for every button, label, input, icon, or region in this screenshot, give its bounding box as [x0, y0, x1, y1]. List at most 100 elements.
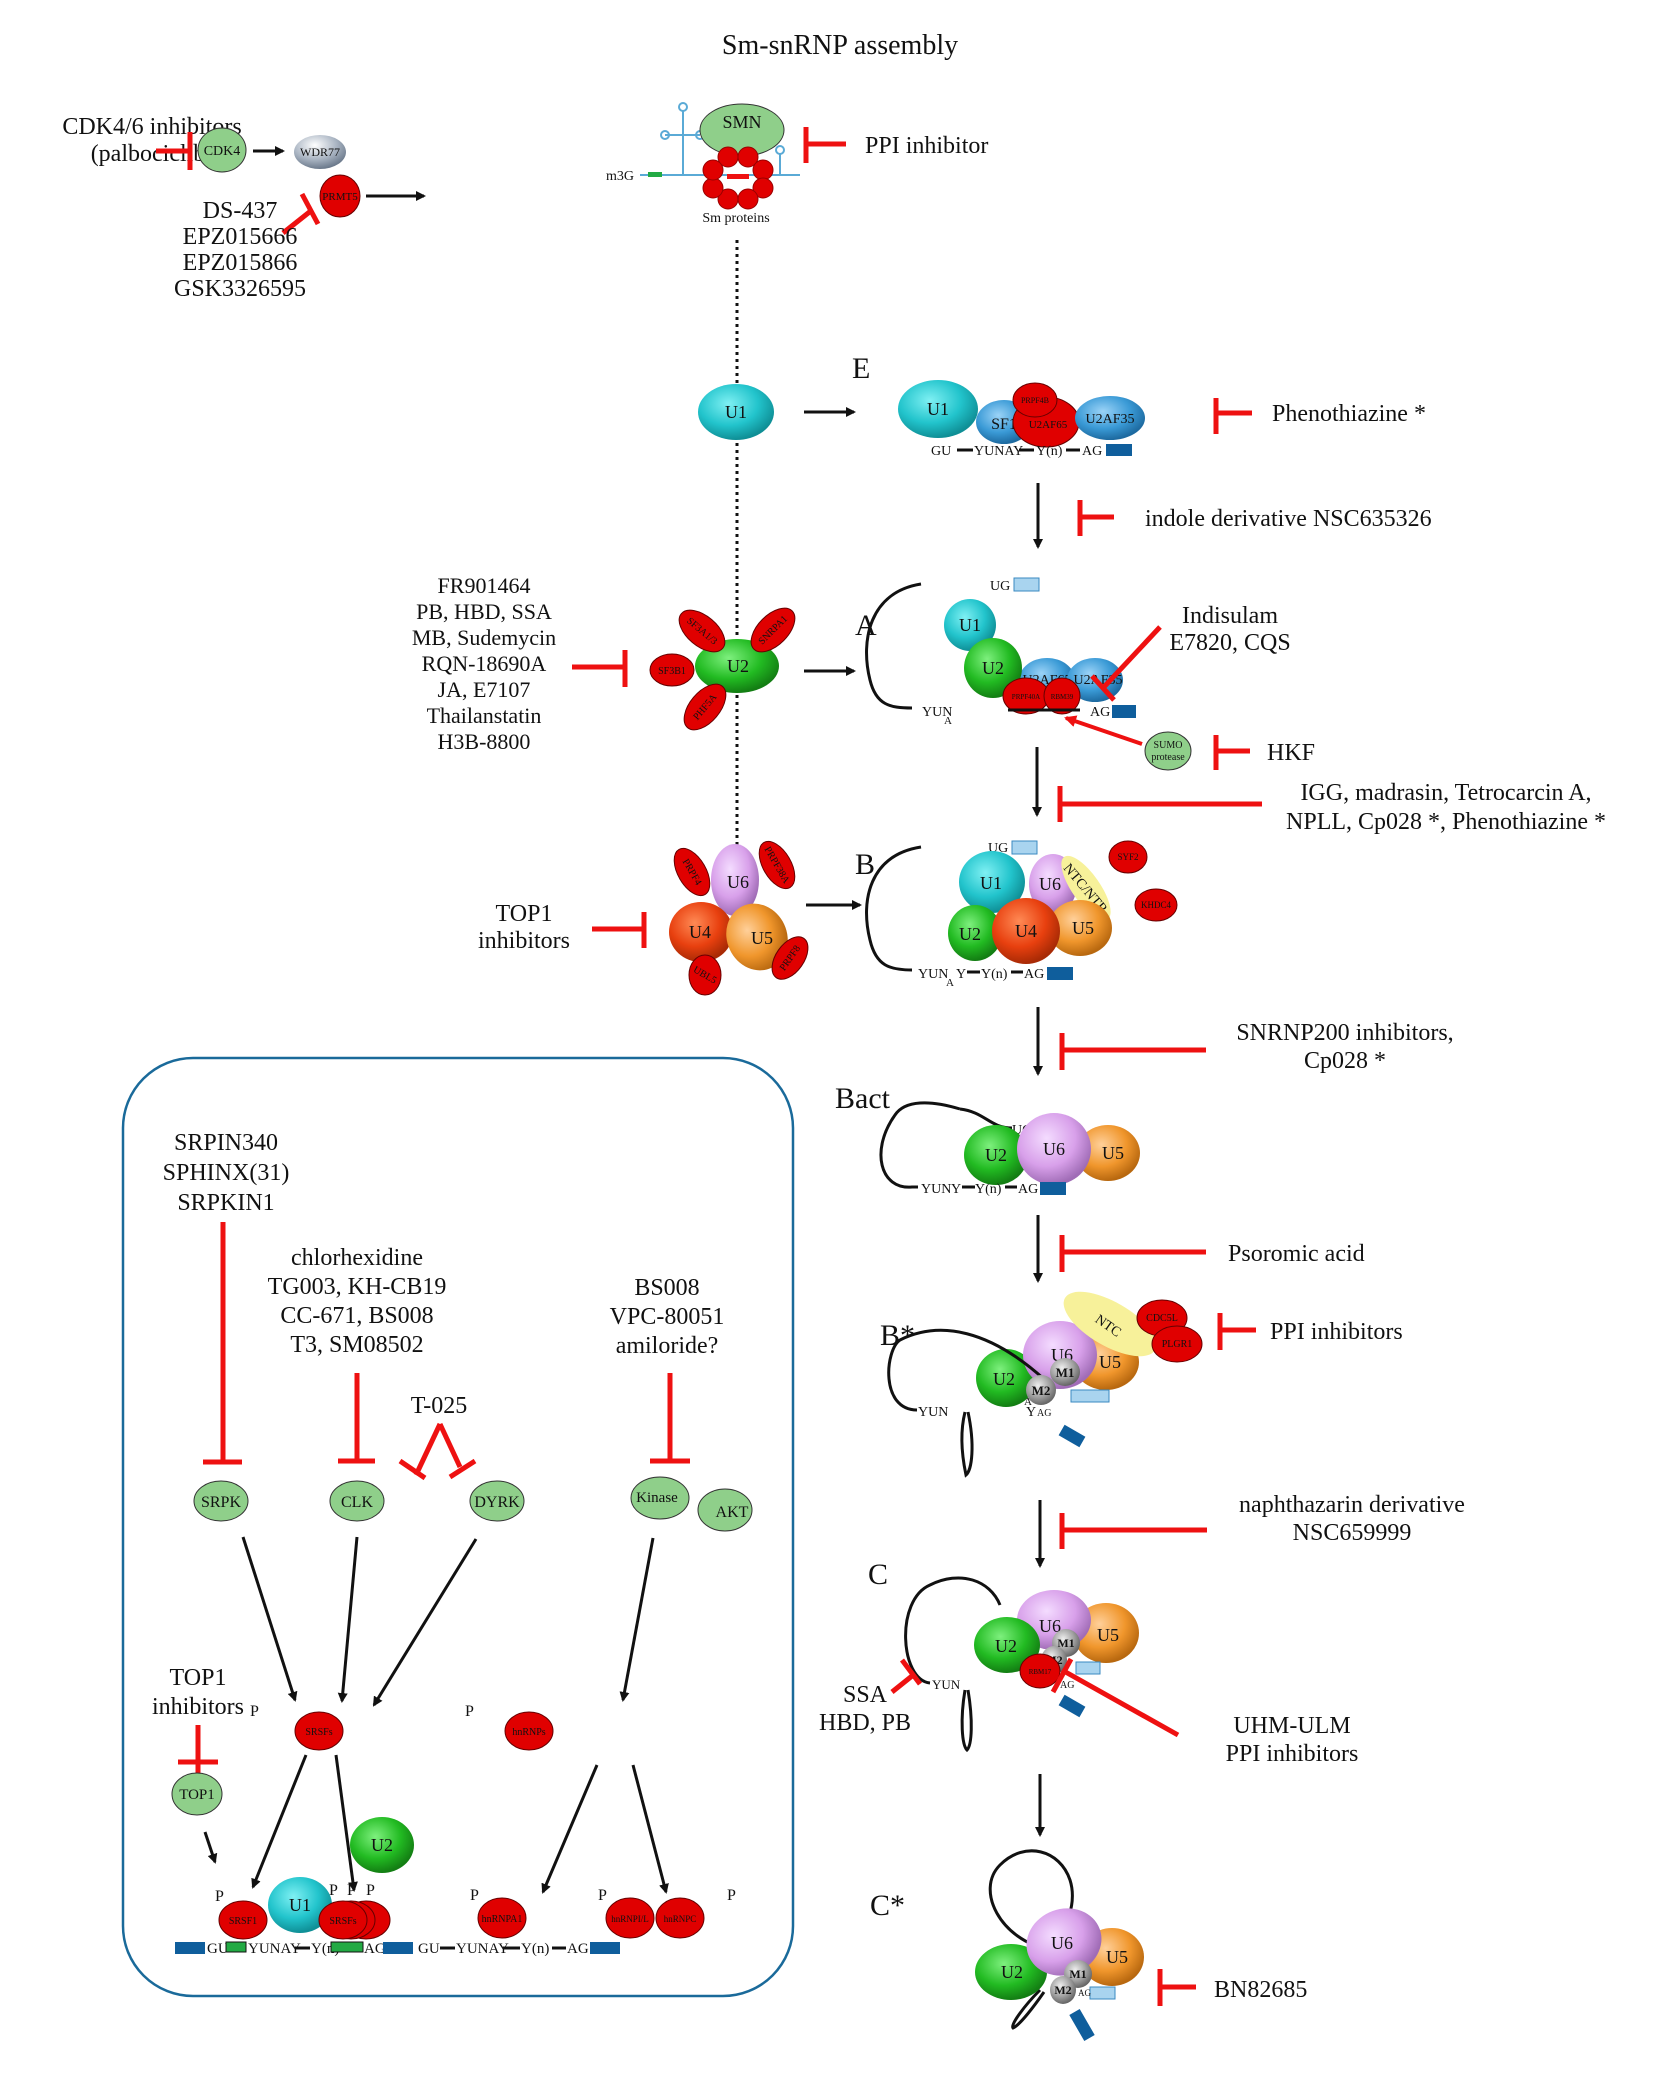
inhibition-srpk [203, 1222, 242, 1465]
inhibition-A-to-B [1057, 786, 1262, 822]
Bstar-rna-a: A [1024, 1396, 1032, 1408]
B-rna-ag: AG [1024, 967, 1044, 982]
diagram-title: Sm-snRNP assembly [722, 30, 958, 61]
E-sf1-label: SF1 [991, 416, 1017, 433]
A-inhibitor-line-2: E7820, CQS [1169, 630, 1290, 656]
inhibition-tri-snrnp [592, 912, 647, 948]
tri-u6-label: U6 [727, 872, 749, 892]
Bact-to-Bstar-inhibitor-label: Psoromic acid [1228, 1241, 1365, 1267]
sf3b1-label: SF3B1 [658, 666, 686, 677]
hnrnpa1-label: hnRNPA1 [482, 1914, 523, 1925]
E-exon [1106, 444, 1132, 456]
arrow-dyrk-srsfs [372, 1538, 478, 1707]
regulation-box [121, 1056, 795, 1998]
sf3a13-node [678, 609, 726, 653]
stage-Cstar-label: C* [870, 1889, 905, 1922]
box-right-yn: Y(n) [521, 1941, 549, 1957]
srsfs-bound-phospho-3: P [366, 1882, 375, 1899]
Bact-rna-ag: AG [1018, 1182, 1038, 1197]
prmt5-inhibitor-3: EPZ015866 [183, 250, 298, 276]
Bstar-inhibitor-label: PPI inhibitors [1270, 1319, 1403, 1345]
Cstar-inhibitor-label: BN82685 [1214, 1977, 1307, 2003]
srsfs-bound-phospho-1: P [329, 1882, 338, 1899]
C-u6-label: U6 [1039, 1616, 1061, 1636]
arrow-srpk-srsfs [241, 1536, 298, 1702]
A-exon-light [1013, 577, 1040, 592]
srpk-inhibitor-3: SRPKIN1 [177, 1190, 274, 1216]
u2-inhibitor-list: FR901464 PB, HBD, SSA MB, Sudemycin RQN-… [412, 573, 556, 754]
akt-inhibitor-2: VPC-80051 [610, 1304, 725, 1330]
u2-snrnp: U2 SF3A1/3 SNRPA1 SF3B1 PHF5A [649, 607, 796, 731]
srsf1-node [218, 1900, 268, 1940]
C-exon-dark [1058, 1694, 1086, 1718]
E-inhibitor-label: Phenothiazine * [1272, 401, 1426, 427]
Bact-rna-yun: YUN [921, 1182, 951, 1197]
E-rna-ag: AG [1082, 444, 1102, 459]
C-left-inhibitor-line-1: SSA [843, 1682, 888, 1708]
box-left-ag: AG [364, 1941, 386, 1957]
box-u1-node [268, 1877, 332, 1933]
Bstar-m1-label: M1 [1056, 1365, 1075, 1380]
C-rna-yun: YUN [932, 1677, 961, 1692]
box-u2-label: U2 [371, 1835, 393, 1855]
hnrnps-node [504, 1711, 554, 1751]
u2-inhibitor-4: RQN-18690A [422, 651, 547, 676]
arrow-srsfs-bound [334, 1754, 358, 1892]
srsfs-bound-phospho-2: P [347, 1882, 356, 1899]
inhibition-Bstar-to-C [1059, 1513, 1207, 1549]
sumo-label: SUMO [1154, 740, 1183, 751]
C-left-inhibitor-line-2: HBD, PB [819, 1710, 911, 1736]
dyrk-label: DYRK [474, 1494, 520, 1511]
Bstar-exon-light [1070, 1389, 1110, 1403]
E-rna-yunay: YUNAY [974, 444, 1023, 459]
stage-Bact: Bact UG U5 U2 U6 YUN Y Y(n) AG [835, 1082, 1140, 1197]
A-inhibitor-line-1: Indisulam [1182, 603, 1278, 629]
inhibition-C-left [890, 1658, 922, 1694]
B-khdc4-label: KHDC4 [1141, 900, 1172, 910]
inhibition-Bstar [1217, 1313, 1256, 1350]
stage-Cstar: C* U5 U2 U6 M1 M2 AG [870, 1849, 1144, 2041]
srsfs-bound-1 [318, 1900, 368, 1940]
box-ese-1 [225, 1941, 247, 1953]
A-rbm39-label: RBM39 [1051, 693, 1074, 701]
C-u2-label: U2 [995, 1636, 1017, 1656]
E-u1-label: U1 [927, 399, 949, 419]
A-rna-ag: AG [1090, 705, 1110, 720]
u2-inhibitor-2: PB, HBD, SSA [416, 599, 552, 624]
tri-top1-inhibitor-1: TOP1 [496, 901, 553, 927]
A-rna-a: A [944, 715, 952, 727]
Bstar-rna-y: Y [1026, 1405, 1036, 1420]
inhibition-sumo [1213, 735, 1250, 770]
sumo-protease-node [1144, 731, 1192, 771]
Bstar-exon-dark [1058, 1424, 1086, 1448]
assembly-section: CDK4/6 inhibitors (palbociclib) CDK4 WDR… [62, 102, 988, 302]
box-left-gu: GU [207, 1941, 229, 1957]
srpk-inhibitor-1: SRPIN340 [174, 1130, 278, 1156]
hnrnpc-label: hnRNPC [664, 1914, 697, 1924]
C-right-inhibitor-line-2: PPI inhibitors [1226, 1741, 1359, 1767]
Cstar-u6-label: U6 [1051, 1933, 1073, 1953]
m3g-cap-mark [648, 172, 662, 177]
E-rna-yn: Y(n) [1036, 444, 1063, 459]
Bstar-rna-ag: AG [1037, 1408, 1051, 1419]
srsf1-phospho: P [215, 1888, 224, 1905]
prmt5-inhibitor-4: GSK3326595 [174, 276, 306, 302]
sumo-arrow [1064, 715, 1143, 746]
A-u1-label: U1 [959, 615, 981, 635]
inhibition-A-indisulam [1090, 625, 1162, 702]
box-top1-inhibitor-1: TOP1 [170, 1665, 227, 1691]
stage-E: E U1 SF1 PRPF4B U2AF65 U2AF35 GU YUNAY Y… [852, 352, 1145, 459]
E-u2af65-label: U2AF65 [1029, 419, 1068, 431]
Cstar-u2-label: U2 [1001, 1962, 1023, 1982]
kinase-node [630, 1476, 690, 1520]
C-rna-ag: AG [1060, 1680, 1074, 1691]
Bstar-u5-label: U5 [1099, 1352, 1121, 1372]
A-prpf40a-label: PRPF40A [1012, 693, 1040, 701]
Bstar-u2-label: U2 [993, 1369, 1015, 1389]
box-exon-2 [383, 1942, 413, 1954]
phf5a-node [683, 683, 727, 731]
Bact-exon-dark [1040, 1182, 1066, 1195]
Bstar-cdc5l-label: CDC5L [1146, 1313, 1178, 1324]
u2-label: U2 [727, 656, 749, 676]
